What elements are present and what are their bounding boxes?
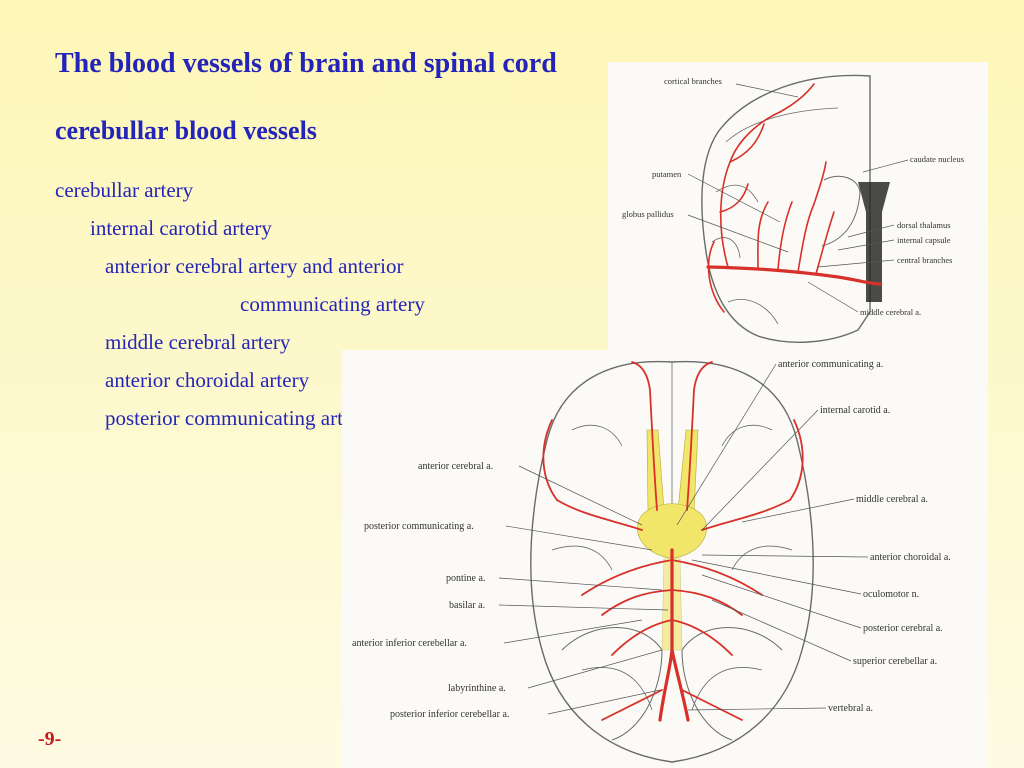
page-number: -9-	[38, 728, 62, 750]
label-pontine: pontine a.	[446, 573, 485, 584]
label-posterior-cerebral: posterior cerebral a.	[863, 623, 943, 634]
label-dorsal-thalamus: dorsal thalamus	[897, 220, 951, 230]
label-posterior-inferior-cerebellar: posterior inferior cerebellar a.	[390, 709, 509, 720]
outline-item-anterior-cerebral-cont: communicating artery	[240, 292, 425, 316]
label-anterior-cerebral: anterior cerebral a.	[418, 461, 493, 472]
outline-item-anterior-cerebral: anterior cerebral artery and anterior	[105, 254, 404, 278]
slide-title: The blood vessels of brain and spinal co…	[55, 48, 557, 79]
label-internal-capsule: internal capsule	[897, 235, 951, 245]
outline-item-middle-cerebral: middle cerebral artery	[105, 330, 291, 354]
label-middle-cerebral-base: middle cerebral a.	[856, 494, 928, 505]
coronal-section-figure: cortical branches caudate nucleus putame…	[608, 62, 988, 352]
label-internal-carotid: internal carotid a.	[820, 405, 890, 416]
label-oculomotor: oculomotor n.	[863, 589, 919, 600]
label-labyrinthine: labyrinthine a.	[448, 683, 506, 694]
basal-view-figure: anterior communicating a. internal carot…	[342, 350, 988, 768]
slide-subtitle: cerebullar blood vessels	[55, 116, 317, 145]
coronal-section-illustration: cortical branches caudate nucleus putame…	[622, 74, 964, 343]
label-vertebral: vertebral a.	[828, 703, 873, 714]
label-anterior-choroidal: anterior choroidal a.	[870, 552, 951, 563]
label-superior-cerebellar: superior cerebellar a.	[853, 656, 937, 667]
outline-item-anterior-choroidal: anterior choroidal artery	[105, 368, 310, 392]
label-globus-pallidus: globus pallidus	[622, 209, 674, 219]
label-anterior-communicating: anterior communicating a.	[778, 359, 883, 370]
label-basilar: basilar a.	[449, 600, 485, 611]
label-posterior-communicating: posterior communicating a.	[364, 521, 474, 532]
outline-item-cerebullar-artery: cerebullar artery	[55, 178, 194, 202]
outline-item-internal-carotid: internal carotid artery	[90, 216, 272, 240]
label-putamen: putamen	[652, 169, 682, 179]
label-cortical-branches: cortical branches	[664, 76, 722, 86]
label-central-branches: central branches	[897, 255, 952, 265]
label-middle-cerebral-coronal: middle cerebral a.	[860, 307, 921, 317]
basal-view-illustration: anterior communicating a. internal carot…	[352, 359, 951, 763]
label-anterior-inferior-cerebellar: anterior inferior cerebellar a.	[352, 638, 467, 649]
label-caudate-nucleus: caudate nucleus	[910, 154, 964, 164]
outline-item-posterior-communicating: posterior communicating artery	[105, 406, 370, 430]
